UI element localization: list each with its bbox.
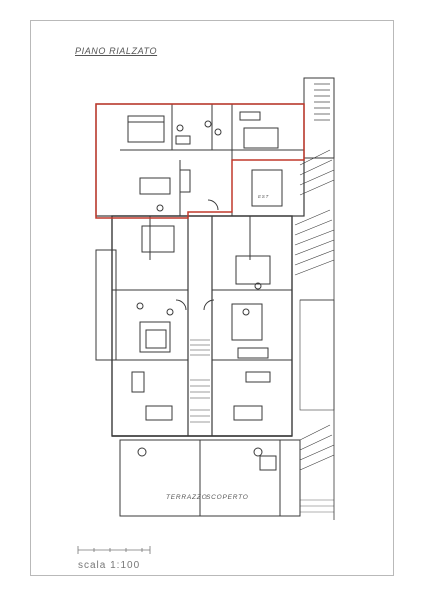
terrace-label-left: TERRAZZO <box>166 494 208 501</box>
stair-note: EST <box>258 194 270 199</box>
scale-label: scala 1:100 <box>78 560 141 571</box>
highlighted-unit-outline <box>95 103 305 219</box>
terrace-label-right: SCOPERTO <box>206 494 249 501</box>
drawing-sheet <box>30 20 394 576</box>
floor-plan-title: PIANO RIALZATO <box>75 46 158 56</box>
